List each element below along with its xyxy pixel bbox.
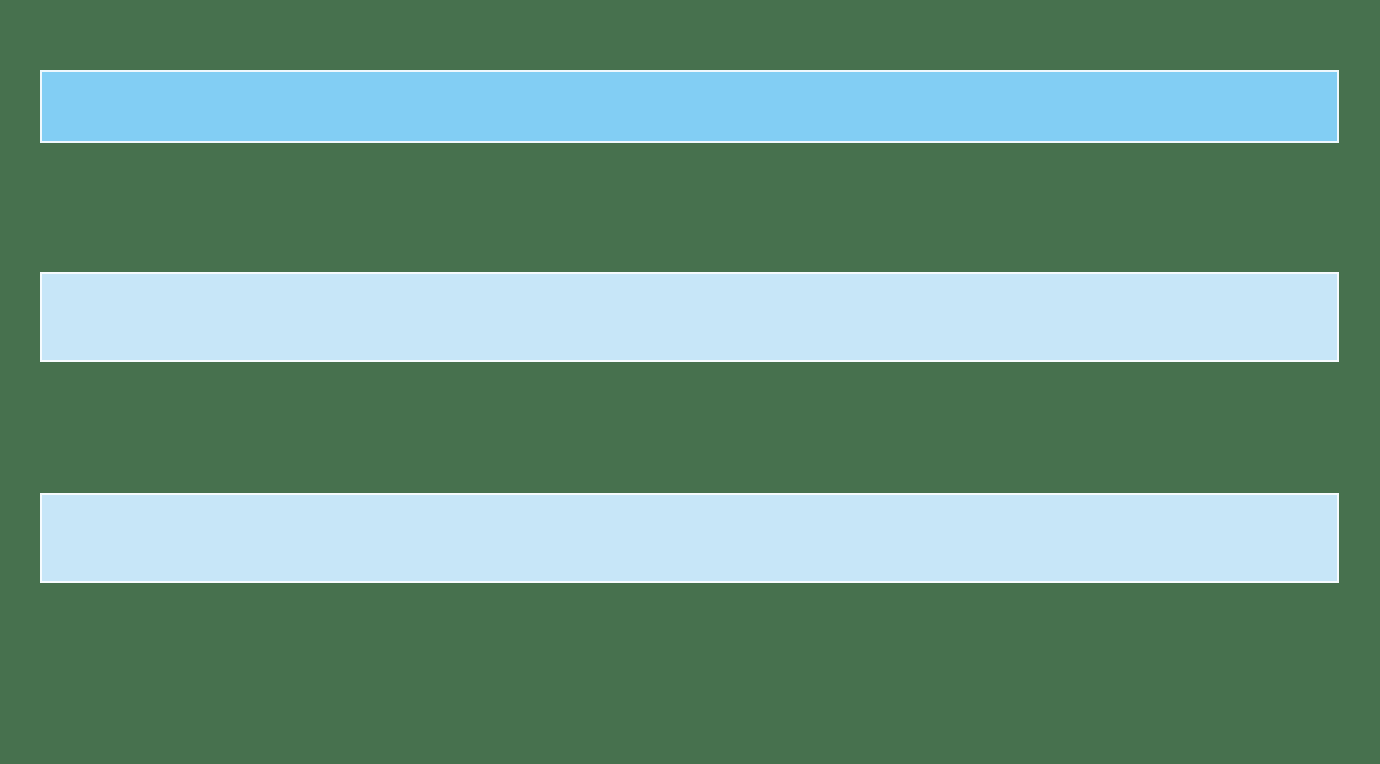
light-bar-middle[interactable] xyxy=(40,272,1339,362)
light-bar-bottom[interactable] xyxy=(40,493,1339,583)
highlighted-bar-top[interactable] xyxy=(40,70,1339,143)
